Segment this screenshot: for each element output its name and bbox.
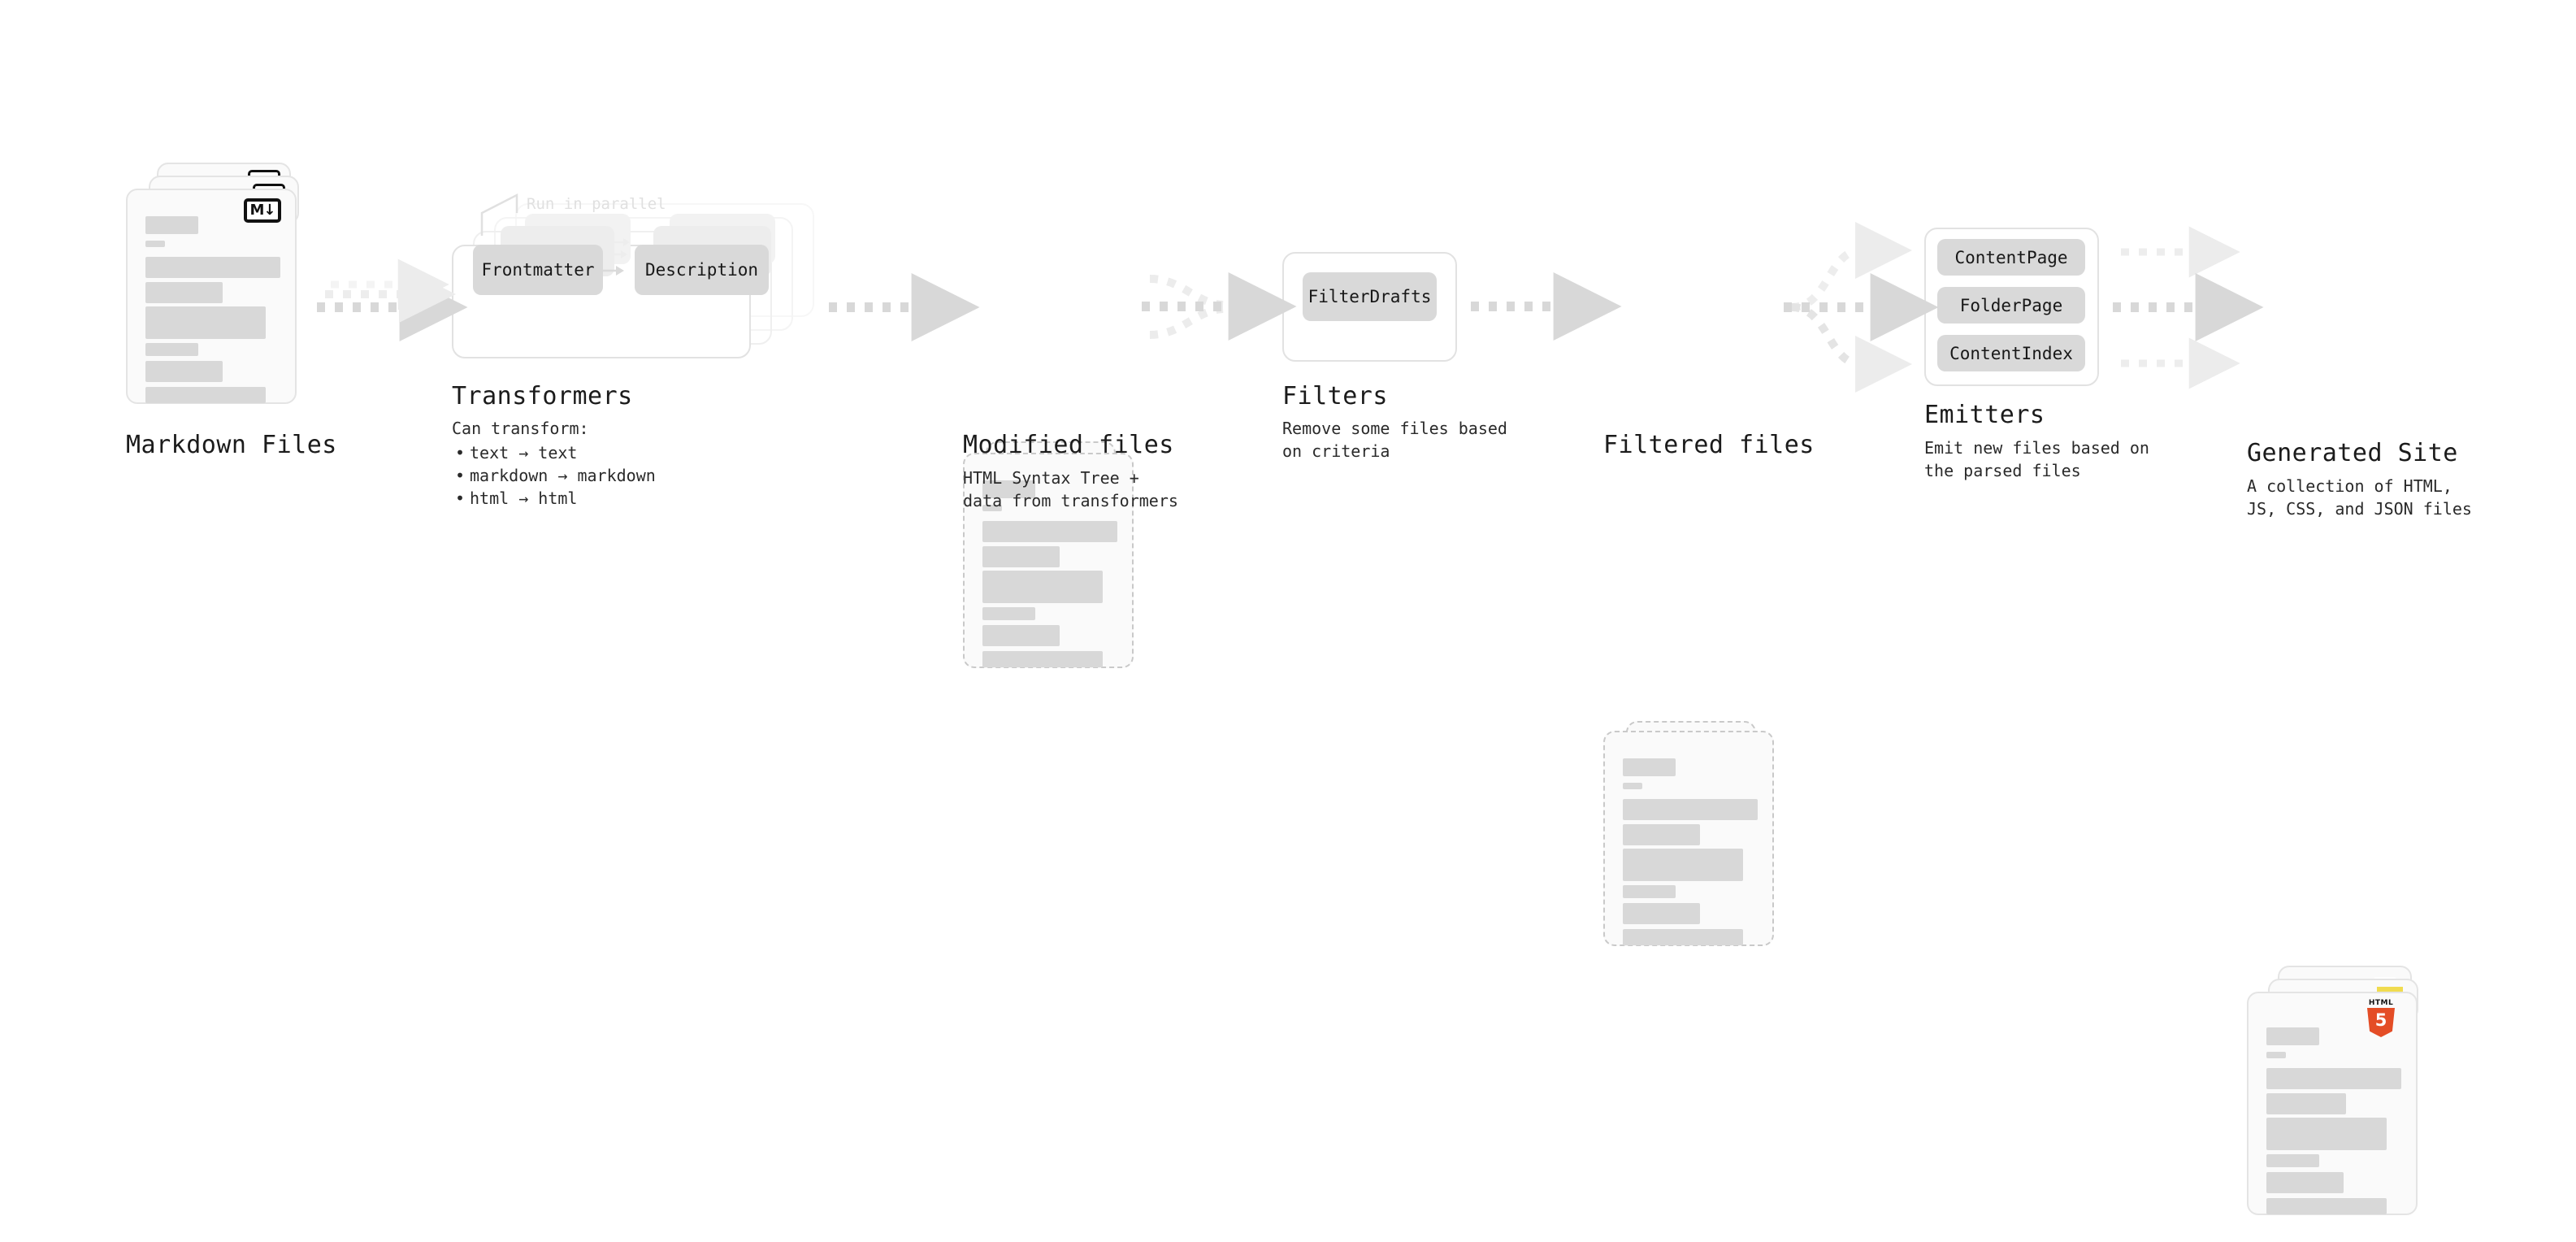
emitter-pill-contentindex[interactable]: ContentIndex [1937,335,2085,371]
stage-filters: FilterDrafts [1282,252,1457,362]
connector-markdown-to-transformers [317,258,468,341]
doc-line-2 [1623,824,1700,845]
doc-line-3 [982,571,1103,603]
doc-line-6 [982,651,1103,667]
doc-line-2 [2266,1093,2346,1114]
doc-line-sub [145,241,165,247]
filter-pill-filterdrafts[interactable]: FilterDrafts [1303,272,1437,321]
label-transformers: Transformers [452,382,633,410]
label-generated-site: Generated Site [2247,439,2458,467]
modified-files-description: HTML Syntax Tree + data from transformer… [963,468,1178,510]
doc-line-1 [1623,799,1758,820]
transformers-description: Can transform: text → text markdown → ma… [452,417,656,510]
emitter-pill-contentindex-label: ContentIndex [1949,343,2073,363]
doc-line-1 [982,521,1117,542]
stage-modified-files [963,441,1158,710]
transformer-pill-frontmatter[interactable]: Frontmatter [473,245,603,295]
transformer-pill-description-label: Description [644,260,759,280]
doc-line-3 [1623,849,1743,881]
doc-line-4 [145,343,198,356]
transformers-bullet-2: html → html [455,487,656,510]
doc-line-5 [1623,903,1700,924]
doc-line-sub [1623,783,1642,789]
label-modified-files: Modified files [963,431,1174,459]
stage-transformers: Frontmatter Description [452,199,834,358]
doc-line-title [145,216,198,234]
doc-line-4 [1623,885,1676,898]
doc-line-2 [145,282,223,303]
connector-modified-to-filters [1142,272,1297,341]
emitter-pill-contentpage-label: ContentPage [1954,247,2068,267]
stage-generated-site: CSS HTML [2247,966,2458,1242]
markdown-logo-icon: M↓ [244,198,281,223]
modified-card-front [963,453,1134,668]
doc-line-6 [2266,1198,2387,1214]
html5-logo-icon: HTML [2365,1000,2397,1037]
doc-line-1 [2266,1068,2401,1089]
emitter-pill-contentpage[interactable]: ContentPage [1937,239,2085,276]
stage-emitters: ContentPage FolderPage ContentIndex [1924,228,2099,386]
connector-emitters-to-generated [2113,226,2264,389]
doc-line-5 [145,361,223,382]
doc-line-sub [982,505,1002,511]
doc-line-3 [2266,1118,2387,1150]
label-emitters: Emitters [1924,401,2045,429]
transformers-description-lead: Can transform: [452,419,589,438]
emitter-pill-folderpage[interactable]: FolderPage [1937,287,2085,324]
doc-line-5 [982,625,1060,646]
doc-line-title [2266,1027,2319,1045]
transformers-bullet-list: text → text markdown → markdown html → h… [452,441,656,510]
diagram-canvas: M↓ M↓ M↓ Markdown Files [0,0,2576,681]
doc-line-1 [145,257,280,278]
label-markdown-files: Markdown Files [126,431,337,459]
emitter-pill-folderpage-label: FolderPage [1959,295,2063,315]
doc-line-sub [2266,1052,2286,1058]
annotation-run-in-parallel: Run in parallel [527,195,666,213]
label-filters: Filters [1282,382,1388,410]
doc-line-title [982,480,1035,498]
emitters-description: Emit new files based on the parsed files [1924,438,2149,480]
filter-pill-filterdrafts-label: FilterDrafts [1308,287,1432,306]
stage-filtered-files [1603,721,1798,989]
transformer-pill-frontmatter-label: Frontmatter [481,260,595,280]
filtered-card-front [1603,731,1774,946]
label-filtered-files: Filtered files [1603,431,1815,459]
doc-line-4 [2266,1154,2319,1167]
doc-line-5 [2266,1172,2344,1193]
doc-line-3 [145,306,266,339]
stage-markdown-files: M↓ M↓ M↓ [126,163,321,431]
transformer-pill-description[interactable]: Description [635,245,769,295]
filters-description: Remove some files based on criteria [1282,419,1507,461]
markdown-card-front [126,189,297,404]
doc-line-4 [982,607,1035,620]
connector-filtered-to-emitters [1784,222,1939,393]
doc-line-6 [145,387,266,403]
doc-line-title [1623,758,1676,776]
generated-site-description: A collection of HTML, JS, CSS, and JSON … [2247,476,2472,519]
transformers-bullet-0: text → text [455,441,656,464]
html5-wordmark: HTML [2368,999,2394,1007]
transformers-bullet-1: markdown → markdown [455,464,656,487]
doc-line-6 [1623,929,1743,945]
html5-shield-shape [2367,1008,2395,1037]
doc-line-2 [982,546,1060,567]
